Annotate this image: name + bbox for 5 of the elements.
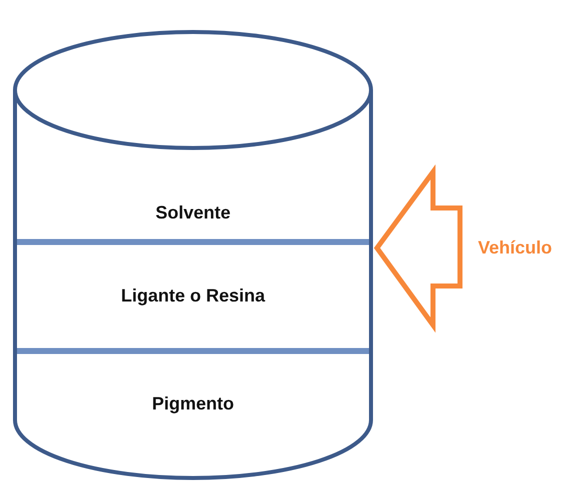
- layer-label: Ligante o Resina: [120, 286, 266, 306]
- layer-label: Solvente: [155, 202, 231, 224]
- layer-label: Pigmento: [152, 394, 234, 414]
- block-arrow: [374, 164, 462, 333]
- arrow-label: Vehículo: [478, 238, 552, 258]
